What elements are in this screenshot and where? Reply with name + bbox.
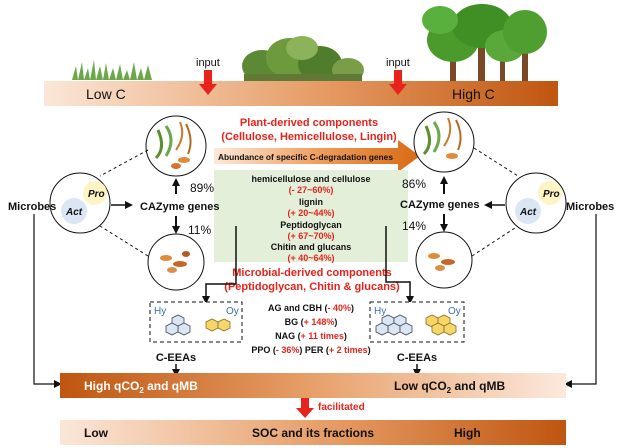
feedback-line-left <box>33 214 62 388</box>
trees-icon <box>422 4 547 84</box>
input-arrow-right-icon <box>389 70 407 95</box>
enzyme-line-ppo-per: PPO (- 36%) PER (+ 2 times) <box>251 345 370 355</box>
ceeas-label-right: C-EEAs <box>397 352 437 364</box>
oy-label-right: Oy <box>448 306 461 317</box>
high-c-label: High C <box>452 86 495 102</box>
soc-low-label: Low <box>84 426 109 440</box>
soc-gradient-bar <box>60 420 566 445</box>
act-cell-left <box>61 198 87 224</box>
cazyme-label-right: CAZyme genes <box>400 199 479 211</box>
dashed-link-right-upper <box>473 147 519 177</box>
oxidase-icon-right <box>425 314 457 336</box>
microbial-subtitle: (Peptidoglycan, Chitin & glucans) <box>224 281 400 293</box>
pro-cell-left <box>83 181 107 205</box>
pro-label-left: Pro <box>88 189 105 200</box>
input-arrow-left-icon <box>199 70 217 95</box>
dashed-link-left-lower <box>99 225 149 257</box>
microbes-label-right: Microbes <box>566 201 614 213</box>
dashed-link-left-upper <box>99 149 149 177</box>
arrow-to-ceeas-right <box>385 226 414 304</box>
degradation-arrow <box>214 140 420 172</box>
lignin-value: (+ 20~44%) <box>287 208 334 218</box>
low-qco2-label: Low qCO2 and qMB <box>394 379 505 395</box>
hemicellulose-value: (- 27~60%) <box>289 185 334 195</box>
feedback-line-right <box>564 214 597 388</box>
pct-down-right: 14% <box>402 219 426 233</box>
arrow-label: Abundance of specific C-degradation gene… <box>218 152 393 162</box>
pct-up-left: 89% <box>190 181 214 195</box>
cazyme-label-left: CAZyme genes <box>140 201 219 213</box>
hydrolase-icon-left <box>165 314 191 336</box>
pro-cell-right <box>538 181 562 205</box>
plant-subtitle: (Cellulose, Hemicellulose, Lingin) <box>221 131 397 143</box>
hydrolase-icon-right <box>375 314 413 336</box>
act-label-left: Act <box>65 207 83 218</box>
act-label-right: Act <box>519 207 537 218</box>
hy-label-right: Hy <box>374 306 386 317</box>
lignin-label: lignin <box>299 197 323 207</box>
pro-label-right: Pro <box>543 189 560 200</box>
microbial-debris-icon-right <box>428 253 455 271</box>
soc-high-label: High <box>454 426 481 440</box>
microbial-debris-icon <box>160 251 190 273</box>
shrubs-icon <box>242 36 364 82</box>
peptidoglycan-value: (+ 67~70%) <box>287 231 334 241</box>
arrow-to-ceeas-left <box>202 226 237 304</box>
enzyme-line-bg: BG (+ 148%) <box>285 317 338 327</box>
plant-title: Plant-derived components <box>240 117 378 129</box>
plant-debris-icon <box>154 121 192 169</box>
carbon-gradient-bar <box>44 81 558 106</box>
enzyme-line-ag-cbh: AG and CBH (- 40%) <box>268 303 354 313</box>
facilitated-label: facilitated <box>318 402 365 413</box>
gene-change-box <box>214 170 408 262</box>
plant-component-circle-right <box>413 111 475 173</box>
enzyme-line-nag: NAG (+ 11 times) <box>275 331 347 341</box>
pct-up-right: 86% <box>402 177 426 191</box>
chitin-value: (+ 40~64%) <box>287 253 334 263</box>
plant-component-circle-left <box>145 115 207 177</box>
high-qco2-label: High qCO2 and qMB <box>84 379 198 395</box>
hemicellulose-label: hemicellulose and cellulose <box>251 174 370 184</box>
grass-icon <box>72 60 152 80</box>
oy-label-left: Oy <box>226 306 239 317</box>
input-label-left: input <box>196 57 220 69</box>
hy-label-left: Hy <box>154 306 166 317</box>
peptidoglycan-label: Peptidoglycan <box>280 220 342 230</box>
facilitated-arrow-icon <box>296 398 314 418</box>
low-c-label: Low C <box>86 86 126 102</box>
oxidase-icon-left <box>205 318 231 332</box>
soc-center-label: SOC and its fractions <box>252 426 374 440</box>
dashed-link-right-lower <box>471 225 519 257</box>
act-cell-right <box>515 198 541 224</box>
chitin-label: Chitin and glucans <box>271 242 352 252</box>
input-label-right: input <box>386 57 410 69</box>
qco2-gradient-bar <box>60 373 566 398</box>
plant-debris-icon-right <box>422 117 462 159</box>
microbial-title: Microbial-derived components <box>232 267 392 279</box>
ceeas-label-left: C-EEAs <box>156 352 196 364</box>
pct-down-left: 11% <box>188 223 211 237</box>
microbes-label-left: Microbes <box>8 201 56 213</box>
